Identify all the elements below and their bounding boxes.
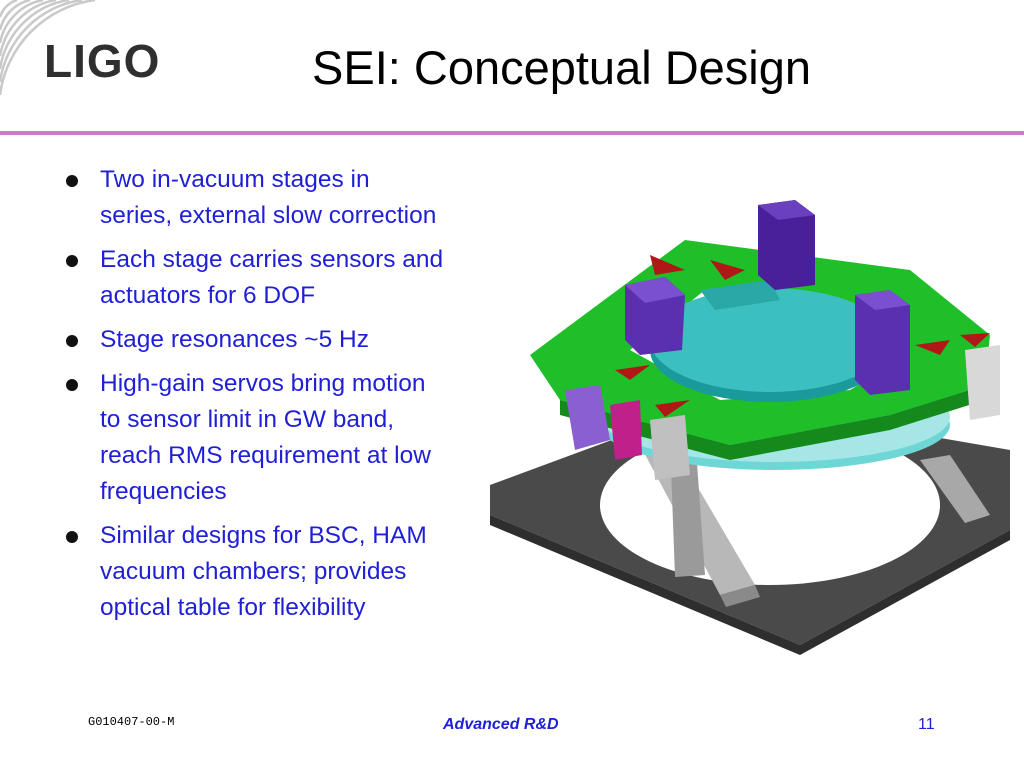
bullet-item: Two in-vacuum stages in series, external…	[60, 162, 545, 234]
bullet-line: series, external slow correction	[100, 202, 437, 229]
sensor-box	[565, 385, 610, 450]
bullet-line: frequencies	[100, 478, 227, 505]
page-number: 11	[918, 716, 935, 733]
ligo-logo: LIGO	[44, 35, 161, 87]
sensor-flag	[710, 260, 745, 280]
sensor-box	[610, 400, 642, 460]
support-leg	[920, 455, 990, 523]
bullet-dot	[66, 335, 78, 347]
bullet-line: Each stage carries sensors and	[100, 246, 444, 273]
bullet-line: actuators for 6 DOF	[100, 282, 316, 309]
bullet-list: Two in-vacuum stages in series, external…	[60, 162, 545, 634]
bullet-line: Two in-vacuum stages in	[100, 166, 370, 193]
bullet-item: Similar designs for BSC, HAM vacuum cham…	[60, 518, 545, 626]
sensor-flag	[960, 333, 990, 347]
slide-title: SEI: Conceptual Design	[312, 41, 812, 94]
bullet-line: vacuum chambers; provides	[100, 558, 407, 585]
bullet-line: reach RMS requirement at low	[100, 442, 431, 469]
side-bracket	[650, 415, 690, 480]
bullet-item: Each stage carries sensors and actuators…	[60, 242, 545, 314]
sensor-flag	[915, 340, 950, 355]
bullet-line: Stage resonances ~5 Hz	[100, 326, 369, 353]
sensor-flag	[655, 400, 690, 417]
bullet-line: to sensor limit in GW band,	[100, 406, 395, 433]
bullet-line: High-gain servos bring motion	[100, 370, 426, 397]
bullet-line: optical table for flexibility	[100, 594, 366, 621]
bullet-dot	[66, 175, 78, 187]
title-divider	[0, 131, 1024, 135]
sensor-flag	[615, 365, 650, 380]
bullet-dot	[66, 531, 78, 543]
ligo-logo-arcs	[0, 0, 96, 96]
actuator-block	[855, 290, 910, 395]
bullet-dot	[66, 379, 78, 391]
actuator-block	[758, 200, 815, 290]
bullet-item: High-gain servos bring motion to sensor …	[60, 366, 545, 510]
document-id: G010407-00-M	[88, 715, 175, 729]
sensor-flag	[650, 255, 685, 275]
bullet-line: Similar designs for BSC, HAM	[100, 522, 427, 549]
sei-stage-illustration	[490, 200, 1010, 655]
footer-section-label: Advanced R&D	[443, 716, 559, 733]
bullet-dot	[66, 255, 78, 267]
side-bracket	[965, 345, 1000, 420]
bullet-item: Stage resonances ~5 Hz	[60, 322, 545, 358]
